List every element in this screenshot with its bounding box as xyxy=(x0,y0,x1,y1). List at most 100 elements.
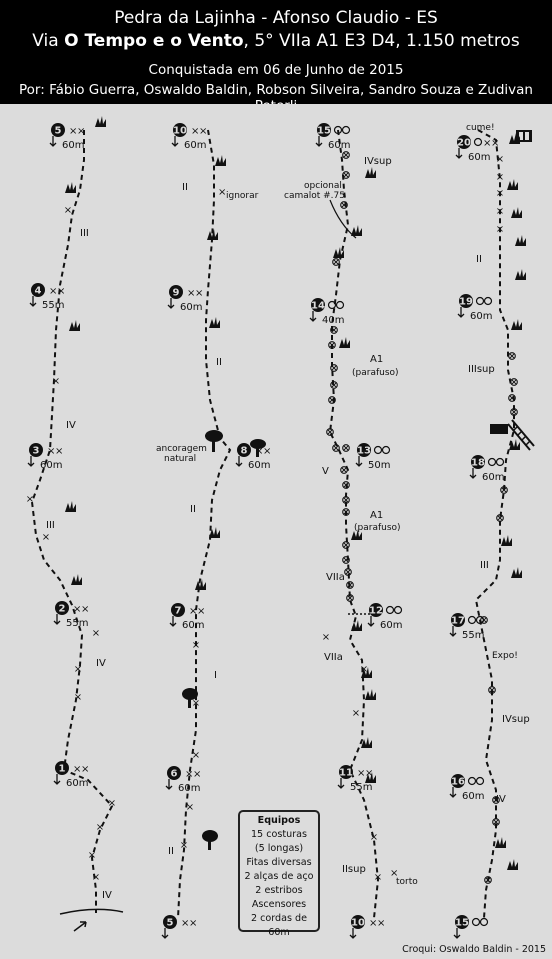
pitch-note: (parafuso) xyxy=(354,523,401,533)
belay-anchor: 5×× xyxy=(161,915,197,939)
chain-bolt-icon xyxy=(327,300,337,310)
topo-credit: Croqui: Oswaldo Baldin - 2015 xyxy=(402,944,546,955)
bolt-icon: × xyxy=(64,205,72,216)
vegetation-icon xyxy=(365,167,376,178)
anchor-number: 15 xyxy=(317,126,331,137)
chain-bolt-cross xyxy=(345,569,351,575)
chain-bolt-cross xyxy=(329,342,335,348)
pitch-grade: III xyxy=(46,520,55,531)
pitch-length: 60m xyxy=(248,460,270,471)
rappel-arrow-icon xyxy=(171,136,179,147)
header: Pedra da Lajinha - Afonso Claudio - ES V… xyxy=(0,0,552,114)
anchor-number: 18 xyxy=(471,458,485,469)
chain-bolt-icon xyxy=(510,378,518,386)
chain-bolt-icon xyxy=(342,556,350,564)
bolt-icon: × xyxy=(47,446,55,457)
vegetation-icon xyxy=(207,229,218,240)
bolt-icon: × xyxy=(73,764,81,775)
vegetation-icon xyxy=(501,535,512,546)
route-line-col1 xyxy=(30,130,114,913)
chain-bolt-cross xyxy=(333,259,339,265)
natural-anchor-note: ancoragem xyxy=(156,444,207,454)
equipment-item: 2 estribos xyxy=(255,885,303,896)
pitch-grade: IVsup xyxy=(502,714,530,725)
route-grade: , 5° VIIa A1 E3 D4, 1.150 metros xyxy=(243,31,520,51)
chain-bolt-icon xyxy=(381,445,391,455)
vegetation-icon xyxy=(195,579,206,590)
bolt-icon: × xyxy=(374,872,382,883)
summit-note: cume! xyxy=(466,123,495,133)
pitch-grade: V xyxy=(322,466,329,477)
rappel-arrow-icon xyxy=(449,626,457,637)
vegetation-icon xyxy=(365,772,376,783)
belay-anchor: 2××55m xyxy=(53,601,89,629)
ladder-icon xyxy=(490,419,535,451)
chain-bolt-icon xyxy=(483,296,493,306)
chain-bolt-icon xyxy=(340,201,348,209)
bolt-icon: × xyxy=(189,918,197,929)
chain-bolt-icon xyxy=(500,486,508,494)
anchor-number: 10 xyxy=(173,126,187,137)
chain-bolt-cross xyxy=(343,152,349,158)
rappel-arrow-icon xyxy=(367,616,375,627)
rappel-arrow-icon xyxy=(53,614,61,625)
bolt-icon: × xyxy=(263,446,271,457)
vegetation-icon xyxy=(333,247,344,258)
vegetation-icon xyxy=(351,225,362,236)
chain-bolt-icon xyxy=(342,541,350,549)
rappel-arrow-icon xyxy=(337,778,345,789)
anchor-number: 7 xyxy=(175,606,182,617)
pitch-length: 60m xyxy=(182,620,204,631)
bolt-icon: × xyxy=(108,798,116,809)
chain-bolt-cross xyxy=(331,382,337,388)
bolt-icon: × xyxy=(69,126,77,137)
anchor-number: 10 xyxy=(351,918,365,929)
chain-bolt-icon xyxy=(475,296,485,306)
pitch-grade: I xyxy=(214,670,217,681)
equipment-item: Fitas diversas xyxy=(246,857,312,868)
chain-bolt-icon xyxy=(346,581,354,589)
anchor-number: 19 xyxy=(459,297,473,308)
chain-bolt-icon xyxy=(492,796,500,804)
route-markers: ×××××××××××××××××××××××××× xyxy=(26,116,526,884)
chain-bolt-cross xyxy=(493,797,499,803)
bolt-icon: × xyxy=(192,640,200,651)
bolt-icon: × xyxy=(390,868,398,879)
belay-anchor: 7××60m xyxy=(169,603,205,631)
pitch-length: 60m xyxy=(180,302,202,313)
pitch-length: 55m xyxy=(42,300,64,311)
chain-bolt-icon xyxy=(342,496,350,504)
bolt-icon: × xyxy=(49,286,57,297)
pitch-length: 60m xyxy=(184,140,206,151)
pitch-grade: IIsup xyxy=(342,864,366,875)
anchor-number: 4 xyxy=(35,286,42,297)
pitch-grade: IV xyxy=(102,890,112,901)
chain-bolt-icon xyxy=(326,428,334,436)
chain-bolt-icon xyxy=(342,444,350,452)
vegetation-icon xyxy=(95,116,106,127)
equipment-title: Equipos xyxy=(257,815,301,826)
anchor-number: 6 xyxy=(171,769,178,780)
chain-bolt-icon xyxy=(475,776,485,786)
chain-bolt-icon xyxy=(346,594,354,602)
pitch-grade: II xyxy=(190,504,196,515)
chain-bolt-icon xyxy=(328,341,336,349)
bolt-icon: × xyxy=(192,750,200,761)
belay-anchor: 10×× xyxy=(349,915,385,939)
bolt-icon: × xyxy=(496,172,504,183)
bolt-icon: × xyxy=(26,494,34,505)
vegetation-icon xyxy=(365,689,376,700)
anchor-number: 11 xyxy=(339,768,353,779)
pitch-length: 60m xyxy=(468,152,490,163)
vegetation-icon xyxy=(339,337,350,348)
bolt-icon: × xyxy=(187,288,195,299)
pitch-length: 60m xyxy=(62,140,84,151)
optional-gear-note: camalot #.75 xyxy=(284,191,345,201)
bolt-icon: × xyxy=(73,604,81,615)
pitch-grade: IV xyxy=(66,420,76,431)
natural-anchor-note: natural xyxy=(164,454,196,464)
pitch-length: 60m xyxy=(482,472,504,483)
vegetation-icon xyxy=(511,567,522,578)
